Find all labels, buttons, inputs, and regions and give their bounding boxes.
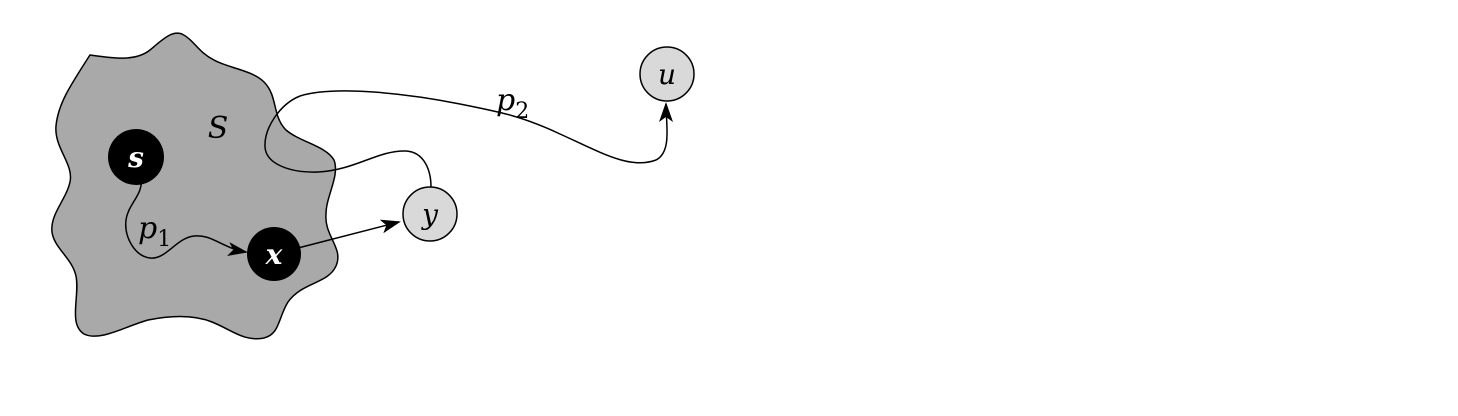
- path-p1: [125, 177, 248, 259]
- node-s-label: s: [127, 141, 144, 174]
- node-s: [108, 129, 164, 185]
- path-p1-label-base: p: [138, 211, 157, 246]
- region-s-label: S: [208, 111, 229, 146]
- path-y-loop: [264, 95, 432, 188]
- node-x: [247, 227, 301, 281]
- node-u: [639, 46, 695, 102]
- node-y: [402, 186, 458, 242]
- edge-x-y: [297, 219, 401, 249]
- region-s-shape: [51, 32, 339, 340]
- node-x-label: x: [265, 238, 283, 271]
- path-p2-label: p2: [496, 83, 529, 124]
- node-y-label: y: [420, 198, 439, 231]
- path-p1-label-sub: 1: [157, 227, 171, 252]
- path-p2-label-sub: 2: [515, 99, 529, 124]
- path-p2: [299, 90, 674, 164]
- path-p2-label-base: p: [496, 83, 515, 118]
- path-p1-label: p1: [138, 211, 171, 252]
- node-u-label: u: [658, 58, 676, 91]
